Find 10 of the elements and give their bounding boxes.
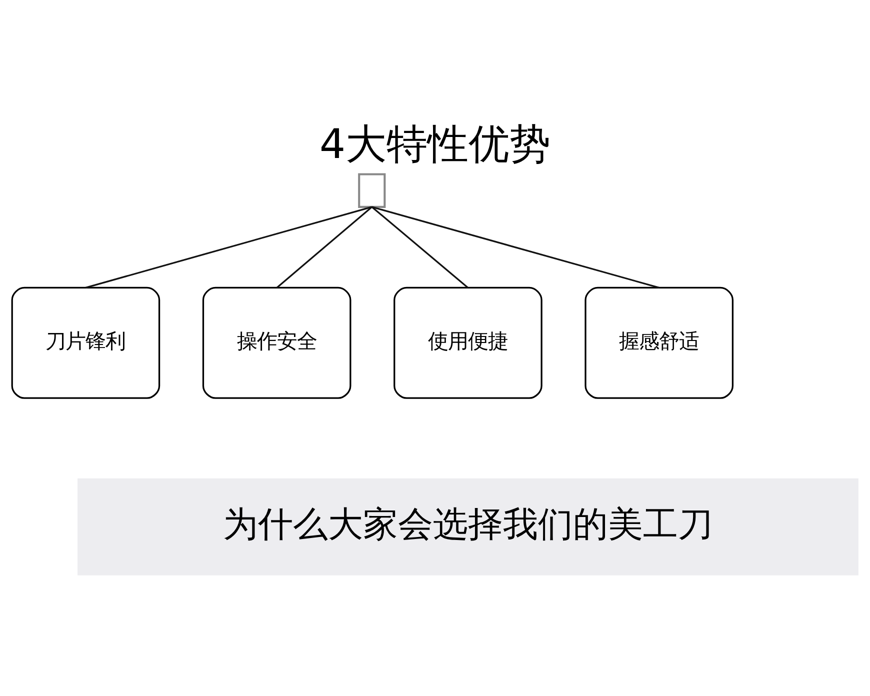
connector [372,206,660,288]
connector [276,206,372,288]
node-box [358,173,386,208]
connector [85,206,372,288]
node-box: 使用便捷 [394,286,542,399]
connector [371,206,468,288]
node-box: 握感舒适 [584,286,734,399]
node-box: 刀片锋利 [11,286,160,399]
diagram-title: 4大特性优势 [319,120,551,168]
node-box: 操作安全 [202,286,352,399]
